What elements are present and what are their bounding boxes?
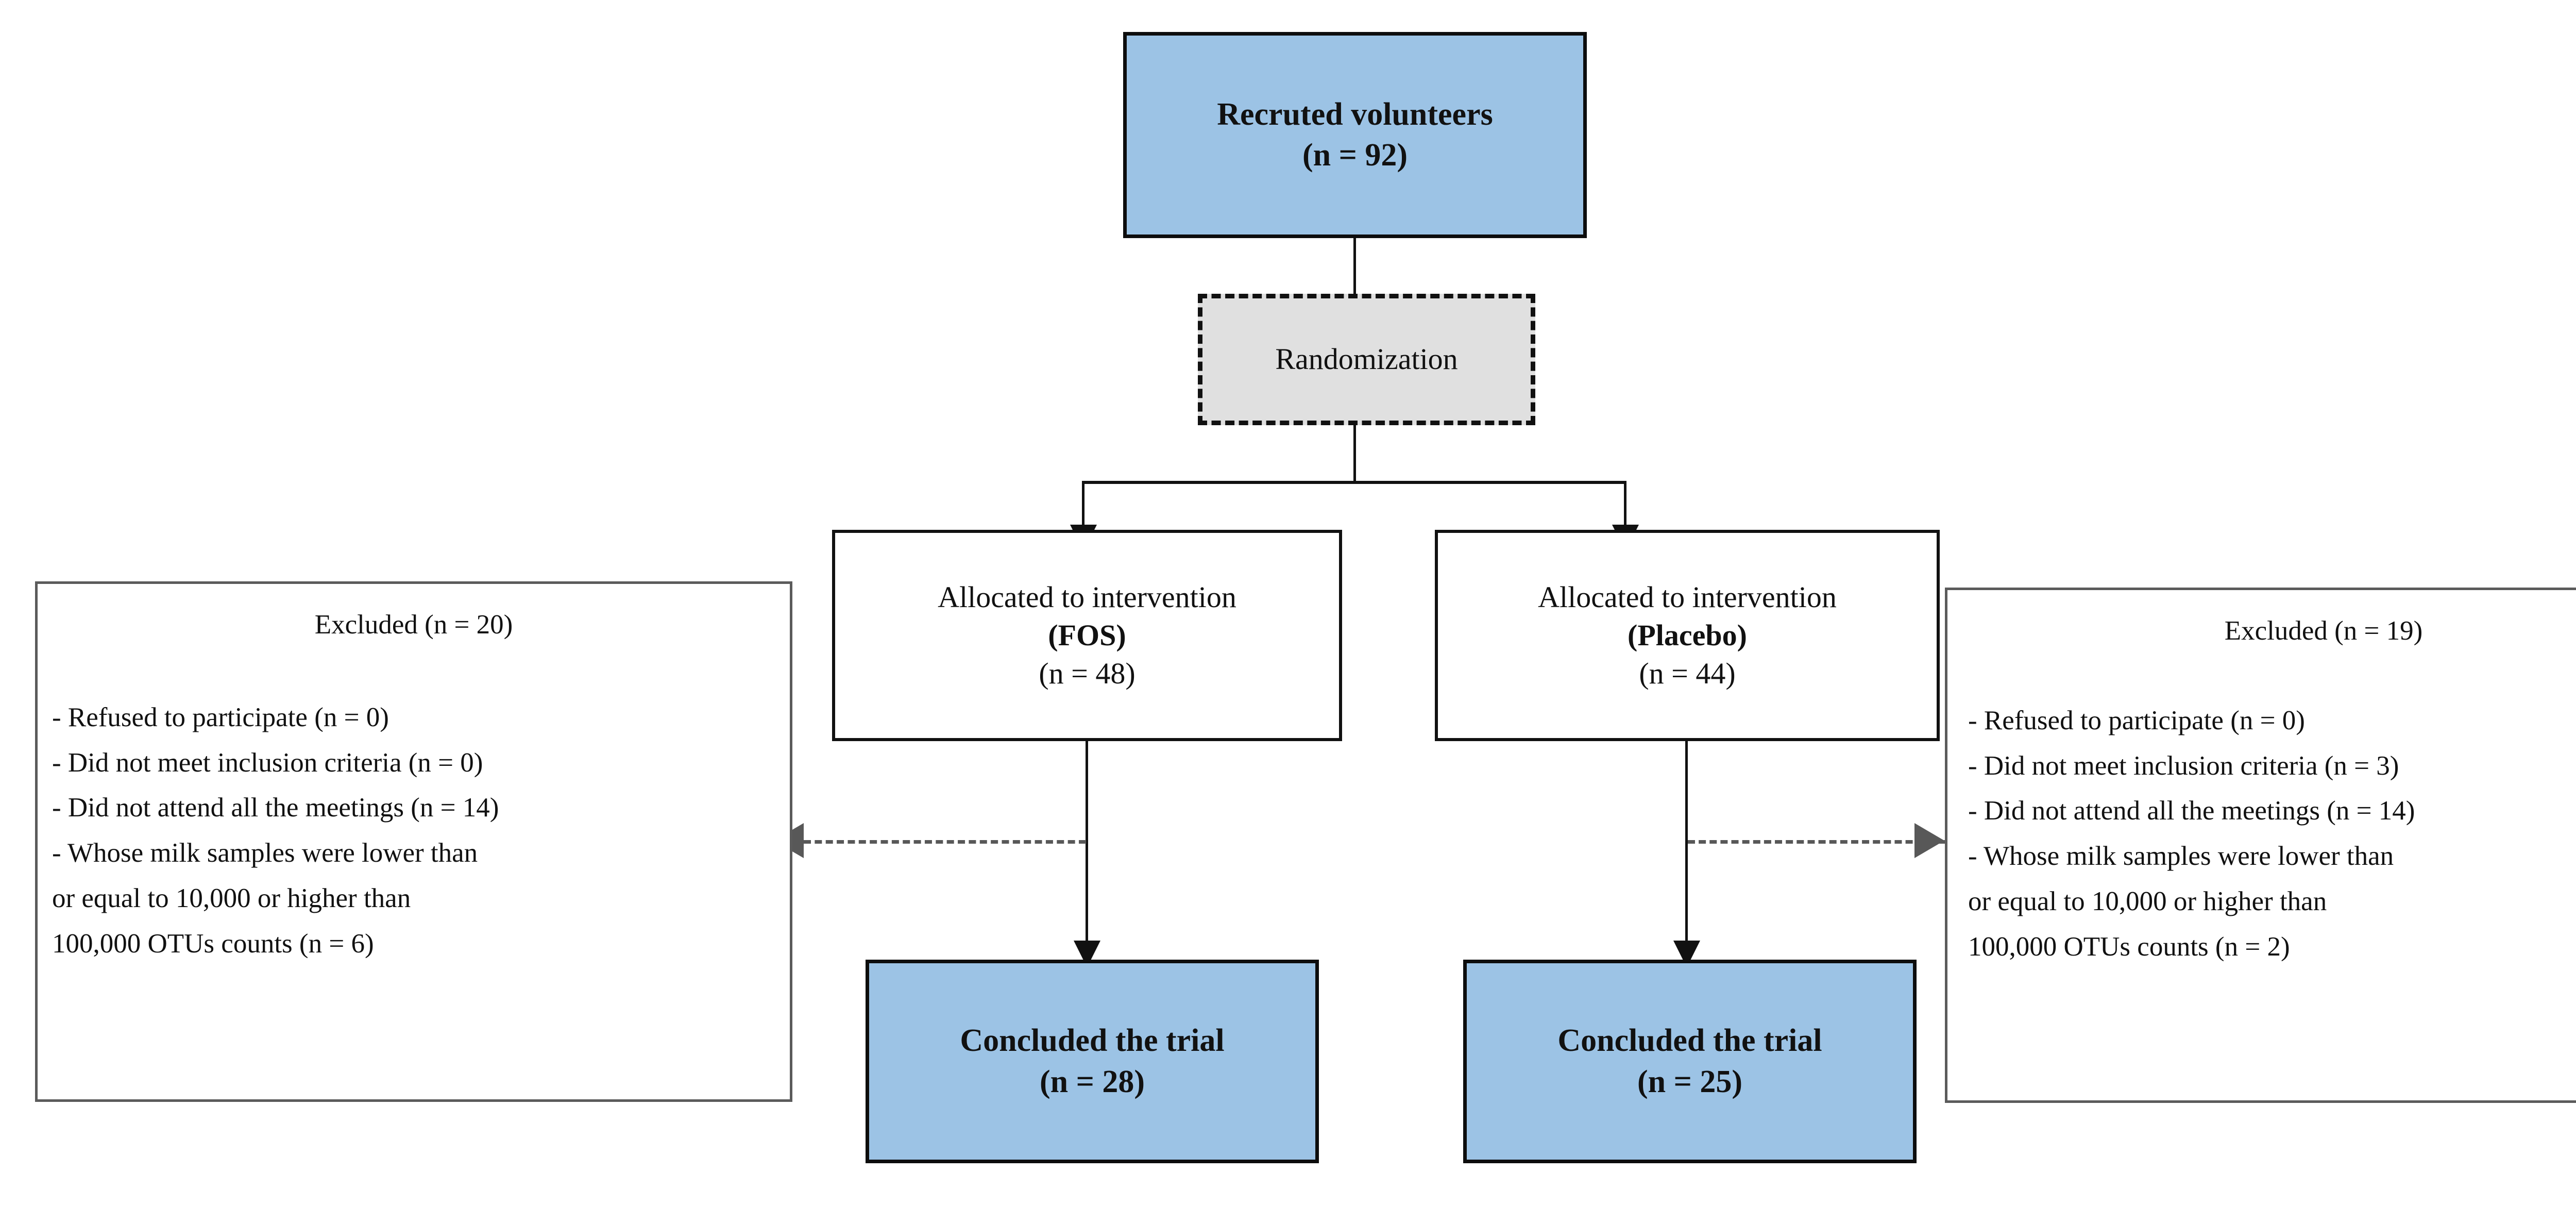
excluded-right-bullet-5: or equal to 10,000 or higher than: [1968, 886, 2327, 917]
connector-split-left-vertical: [1082, 481, 1084, 538]
allocated-placebo-line2: (Placebo): [1628, 618, 1747, 652]
node-recruited-volunteers: Recruted volunteers (n = 92): [1123, 32, 1587, 238]
excluded-right-bullet-2: - Did not meet inclusion criteria (n = 3…: [1968, 750, 2399, 781]
excluded-left-bullet-2: - Did not meet inclusion criteria (n = 0…: [52, 747, 483, 778]
node-concluded-right: Concluded the trial (n = 25): [1463, 960, 1917, 1163]
recruited-count: (n = 92): [1302, 138, 1408, 173]
recruited-title: Recruted volunteers: [1217, 96, 1493, 132]
allocated-fos-line3: (n = 48): [1039, 657, 1136, 691]
concluded-left-title: Concluded the trial: [960, 1023, 1225, 1059]
excluded-left-bullet-5: or equal to 10,000 or higher than: [52, 883, 411, 914]
connector-split-right-vertical: [1624, 481, 1626, 538]
randomization-label: Randomization: [1275, 342, 1458, 376]
concluded-right-count: (n = 25): [1637, 1064, 1743, 1099]
excluded-left-bullet-1: - Refused to participate (n = 0): [52, 702, 389, 732]
allocated-placebo-line3: (n = 44): [1639, 657, 1736, 691]
excluded-left-bullet-3: - Did not attend all the meetings (n = 1…: [52, 793, 499, 823]
connector-dashed-exclusion-right: [1688, 840, 1945, 844]
node-allocated-fos: Allocated to intervention (FOS) (n = 48): [832, 530, 1342, 741]
arrowhead-exclusion-right: [1914, 823, 1944, 858]
connector-fos-to-concluded: [1086, 741, 1088, 952]
node-concluded-left: Concluded the trial (n = 28): [866, 960, 1319, 1163]
excluded-right-bullet-4: - Whose milk samples were lower than: [1968, 841, 2394, 872]
panel-excluded-right: Excluded (n = 19) - Refused to participa…: [1945, 588, 2576, 1103]
excluded-right-bullet-1: - Refused to participate (n = 0): [1968, 705, 2305, 735]
connector-placebo-to-concluded: [1685, 741, 1688, 952]
excluded-right-bullets: - Refused to participate (n = 0) - Did n…: [1968, 703, 2576, 965]
allocated-placebo-line1: Allocated to intervention: [1538, 580, 1837, 614]
connector-dashed-exclusion-left: [804, 840, 1086, 844]
excluded-left-bullet-6: 100,000 OTUs counts (n = 6): [52, 928, 374, 959]
excluded-left-bullet-4: - Whose milk samples were lower than: [52, 838, 478, 868]
node-allocated-placebo: Allocated to intervention (Placebo) (n =…: [1435, 530, 1940, 741]
excluded-right-bullet-6: 100,000 OTUs counts (n = 2): [1968, 931, 2290, 962]
excluded-left-bullets: - Refused to participate (n = 0) - Did n…: [52, 700, 775, 962]
node-randomization: Randomization: [1198, 294, 1535, 425]
panel-excluded-left: Excluded (n = 20) - Refused to participa…: [35, 581, 792, 1102]
excluded-left-title: Excluded (n = 20): [314, 610, 513, 640]
allocated-fos-line2: (FOS): [1048, 618, 1126, 652]
concluded-right-title: Concluded the trial: [1557, 1023, 1822, 1059]
allocated-fos-line1: Allocated to intervention: [938, 580, 1236, 614]
connector-recruited-to-randomization: [1353, 238, 1356, 295]
connector-split-bar: [1083, 481, 1625, 484]
excluded-right-bullet-3: - Did not attend all the meetings (n = 1…: [1968, 796, 2415, 826]
concluded-left-count: (n = 28): [1039, 1064, 1145, 1099]
connector-randomization-stem: [1353, 425, 1356, 483]
excluded-right-title: Excluded (n = 19): [2224, 616, 2423, 646]
